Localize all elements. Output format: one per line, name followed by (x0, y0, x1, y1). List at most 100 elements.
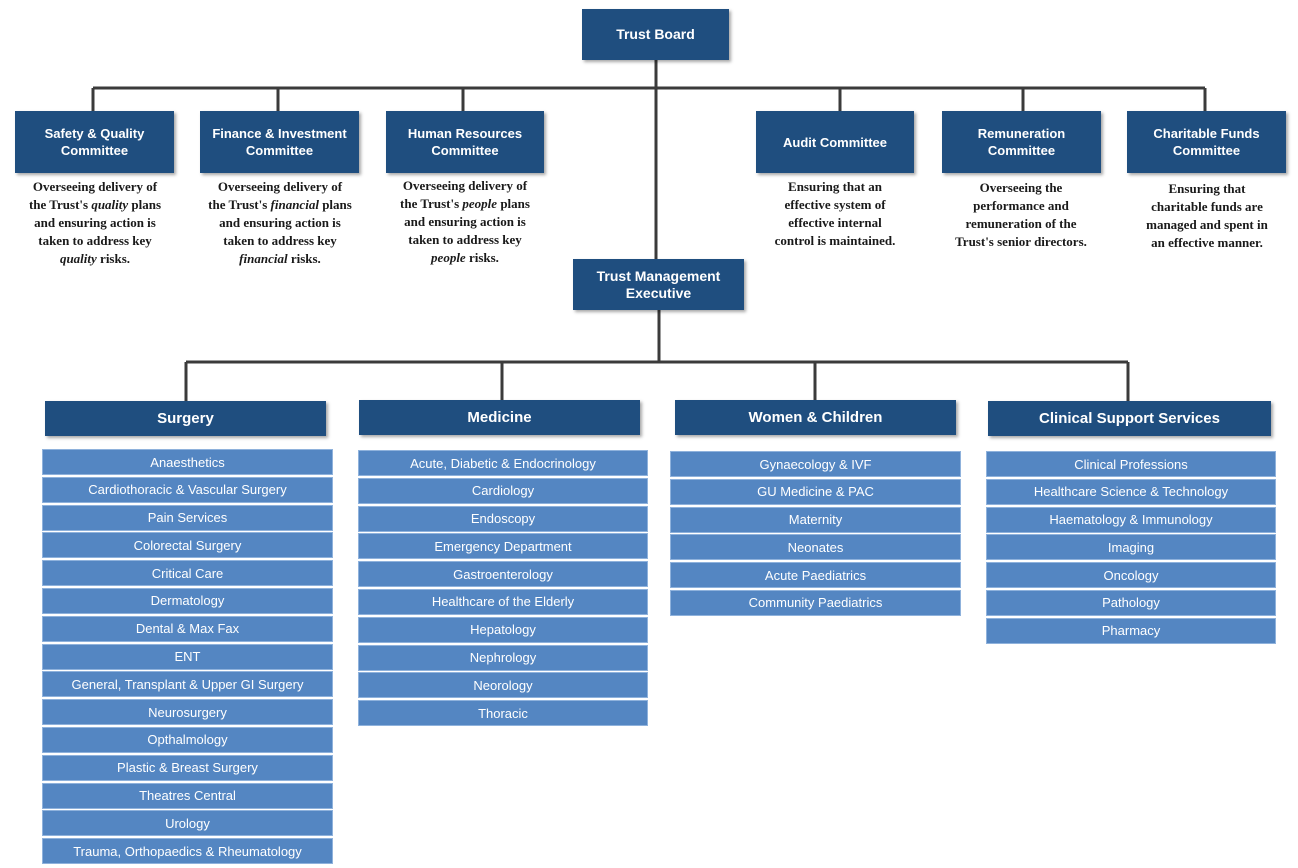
department-item: Clinical Professions (986, 451, 1276, 477)
department-item: Plastic & Breast Surgery (42, 754, 333, 781)
description-text: the Trust's (208, 197, 271, 212)
description-line: the Trust's financial plans (190, 196, 370, 214)
department-item: ENT (42, 643, 333, 670)
committee-title-line2: Committee (245, 143, 314, 158)
division-box-clinical-support: Clinical Support Services (988, 401, 1271, 436)
department-item: Acute Paediatrics (670, 562, 961, 589)
description-text: and ensuring action is (34, 215, 156, 230)
committee-title-line1: Safety & Quality (44, 126, 145, 141)
division-box-women-children: Women & Children (675, 400, 956, 435)
tme-label-line2: Executive (625, 284, 692, 301)
department-item: Trauma, Orthopaedics & Rheumatology (42, 838, 333, 865)
description-text: managed and spent in (1146, 217, 1268, 232)
description-line: Overseeing delivery of (375, 177, 555, 195)
description-text: and ensuring action is (219, 215, 341, 230)
description-line: managed and spent in (1117, 216, 1297, 234)
description-emphasis: quality (91, 197, 129, 212)
description-line: remuneration of the (931, 215, 1111, 233)
committee-description: Overseeing delivery of the Trust's people… (375, 177, 555, 267)
description-text: Trust's senior directors. (955, 234, 1087, 249)
department-item: Neorology (358, 672, 648, 699)
description-text: taken to address key (38, 233, 152, 248)
department-item: Nephrology (358, 644, 648, 671)
description-line: an effective manner. (1117, 234, 1297, 252)
description-text: an effective manner. (1151, 235, 1263, 250)
description-line: control is maintained. (745, 232, 925, 250)
committee-title-line1: Charitable Funds (1153, 126, 1260, 141)
description-text: effective internal (788, 215, 882, 230)
description-line: the Trust's people plans (375, 195, 555, 213)
description-line: people risks. (375, 249, 555, 267)
committee-box-safety-quality: Safety & Quality Committee (15, 111, 174, 173)
description-line: and ensuring action is (190, 214, 370, 232)
committee-title-line1: Finance & Investment (212, 126, 347, 141)
description-text: Overseeing delivery of (217, 179, 343, 194)
department-item: Pathology (986, 589, 1276, 616)
department-item: Dental & Max Fax (42, 615, 333, 642)
department-item: Haematology & Immunology (986, 506, 1276, 533)
description-text: control is maintained. (774, 233, 896, 248)
trust-board-box: Trust Board (582, 9, 729, 60)
department-item: Urology (42, 810, 333, 837)
department-item: Opthalmology (42, 726, 333, 753)
description-line: and ensuring action is (375, 213, 555, 231)
committee-title-line2: Committee (60, 143, 129, 158)
description-line: Overseeing delivery of (5, 178, 185, 196)
description-line: and ensuring action is (5, 214, 185, 232)
description-line: quality risks. (5, 250, 185, 268)
description-text: risks. (465, 250, 499, 265)
description-emphasis: quality (59, 251, 97, 266)
committee-title-line2: Committee (1172, 143, 1241, 158)
description-text: risks. (96, 251, 131, 266)
description-text: Ensuring that (1168, 181, 1246, 196)
committee-title-line1: Human Resources (407, 126, 523, 141)
division-box-medicine: Medicine (359, 400, 640, 435)
committee-title-line1: Remuneration (977, 126, 1066, 141)
description-line: effective system of (745, 196, 925, 214)
department-item: Emergency Department (358, 533, 648, 560)
department-item: Hepatology (358, 616, 648, 643)
description-text: plans (497, 196, 530, 211)
department-item: GU Medicine & PAC (670, 478, 961, 505)
department-item: Oncology (986, 562, 1276, 589)
division-box-surgery: Surgery (45, 401, 326, 436)
department-item: Thoracic (358, 700, 648, 727)
department-item: Endoscopy (358, 505, 648, 532)
description-emphasis: financial (239, 251, 288, 266)
description-line: effective internal (745, 214, 925, 232)
committee-box-human-resources: Human Resources Committee (386, 111, 544, 173)
department-item: General, Transplant & Upper GI Surgery (42, 671, 333, 698)
department-item: Imaging (986, 534, 1276, 561)
description-text: risks. (287, 251, 321, 266)
division-title: Women & Children (748, 409, 883, 426)
description-line: the Trust's quality plans (5, 196, 185, 214)
description-line: taken to address key (375, 231, 555, 249)
description-line: performance and (931, 197, 1111, 215)
description-text: the Trust's (28, 197, 92, 212)
tme-label-line1: Trust Management (596, 267, 721, 284)
description-line: charitable funds are (1117, 198, 1297, 216)
division-title: Clinical Support Services (1039, 410, 1220, 427)
description-line: Ensuring that (1117, 180, 1297, 198)
description-text: Overseeing the (979, 180, 1063, 195)
description-text: remuneration of the (965, 216, 1077, 231)
description-text: Overseeing delivery of (402, 178, 528, 193)
department-item: Neonates (670, 534, 961, 561)
department-item: Maternity (670, 506, 961, 533)
committee-title-line1: Audit Committee (783, 134, 887, 150)
description-line: Overseeing delivery of (190, 178, 370, 196)
description-emphasis: people (462, 196, 498, 211)
description-text: taken to address key (223, 233, 337, 248)
department-item: Dermatology (42, 587, 333, 614)
description-text: the Trust's (400, 196, 463, 211)
description-line: Overseeing the (931, 179, 1111, 197)
department-item: Neurosurgery (42, 699, 333, 726)
description-text: and ensuring action is (404, 214, 526, 229)
